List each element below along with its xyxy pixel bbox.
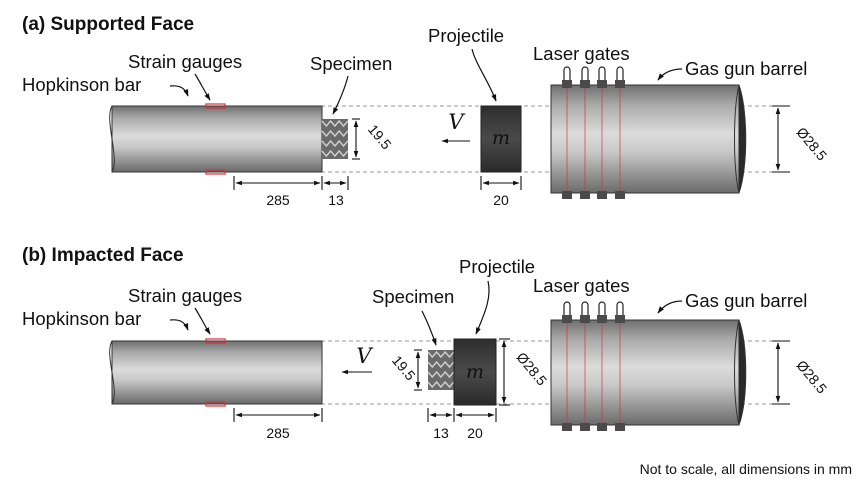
projectile: m — [453, 338, 497, 406]
dimension-projectile-length: 20 — [455, 408, 497, 441]
strain-gauges-label: Strain gauges — [128, 285, 242, 306]
barrel-diameter-value: Ø28.5 — [793, 357, 830, 397]
dimension-bar-length: 285 — [233, 408, 323, 441]
panel-a: (a) Supported Face m V — [22, 14, 830, 208]
specimen — [427, 350, 455, 390]
dimension-bar-length: 285 — [233, 176, 323, 208]
panel-b-title: (b) Impacted Face — [22, 245, 184, 266]
velocity-label: V — [448, 110, 465, 134]
dimension-specimen-length: 13 — [323, 176, 349, 208]
dimension-projectile-length: 20 — [480, 176, 522, 208]
hopkinson-bar — [109, 103, 323, 175]
projectile-length-value: 20 — [467, 425, 483, 441]
panel-a-title: (a) Supported Face — [22, 14, 194, 35]
specimen — [321, 119, 349, 159]
footnote: Not to scale, all dimensions in mm — [640, 461, 852, 477]
mass-label: m — [492, 127, 510, 149]
bar-length-value: 285 — [266, 192, 290, 208]
panel-b: (b) Impacted Face V m — [22, 245, 830, 441]
dimension-specimen-length: 13 — [427, 408, 455, 441]
dimension-barrel-diameter: Ø28.5 — [772, 340, 830, 405]
hopkinson-bar — [109, 338, 323, 407]
projectile: m — [480, 105, 522, 173]
specimen-height-value: 19.5 — [365, 121, 395, 152]
strain-gauge-bottom — [205, 401, 226, 407]
projectile-diameter-value: Ø28.5 — [513, 349, 550, 389]
laser-gates — [562, 66, 625, 199]
hopkinson-bar-label: Hopkinson bar — [22, 308, 141, 329]
bar-length-value: 285 — [266, 425, 290, 441]
mass-label: m — [466, 361, 484, 383]
specimen-length-value: 13 — [433, 425, 449, 441]
gas-gun-barrel-label: Gas gun barrel — [685, 290, 807, 311]
specimen-height-value: 19.5 — [389, 352, 419, 383]
projectile-label: Projectile — [459, 256, 535, 277]
dimension-specimen-height: 19.5 — [352, 118, 395, 160]
projectile-length-value: 20 — [493, 192, 509, 208]
strain-gauge-top — [205, 338, 226, 344]
gas-gun-barrel — [550, 84, 747, 194]
laser-gates-label: Laser gates — [533, 275, 630, 296]
hopkinson-bar-label: Hopkinson bar — [22, 74, 141, 95]
strain-gauge-top — [205, 103, 226, 109]
dimension-specimen-height: 19.5 — [389, 349, 422, 391]
specimen-label: Specimen — [372, 286, 454, 307]
dimension-barrel-diameter: Ø28.5 — [772, 105, 830, 173]
gas-gun-barrel — [550, 319, 747, 426]
barrel-diameter-value: Ø28.5 — [793, 124, 830, 164]
strain-gauge-bottom — [205, 169, 226, 175]
strain-gauges-label: Strain gauges — [128, 51, 242, 72]
specimen-length-value: 13 — [328, 192, 344, 208]
laser-gates-label: Laser gates — [533, 43, 630, 64]
specimen-label: Specimen — [310, 53, 392, 74]
gas-gun-barrel-label: Gas gun barrel — [685, 58, 807, 79]
dimension-projectile-diameter: Ø28.5 — [499, 338, 550, 406]
laser-gates — [562, 301, 625, 431]
projectile-label: Projectile — [428, 25, 504, 46]
velocity-label: V — [356, 344, 373, 368]
